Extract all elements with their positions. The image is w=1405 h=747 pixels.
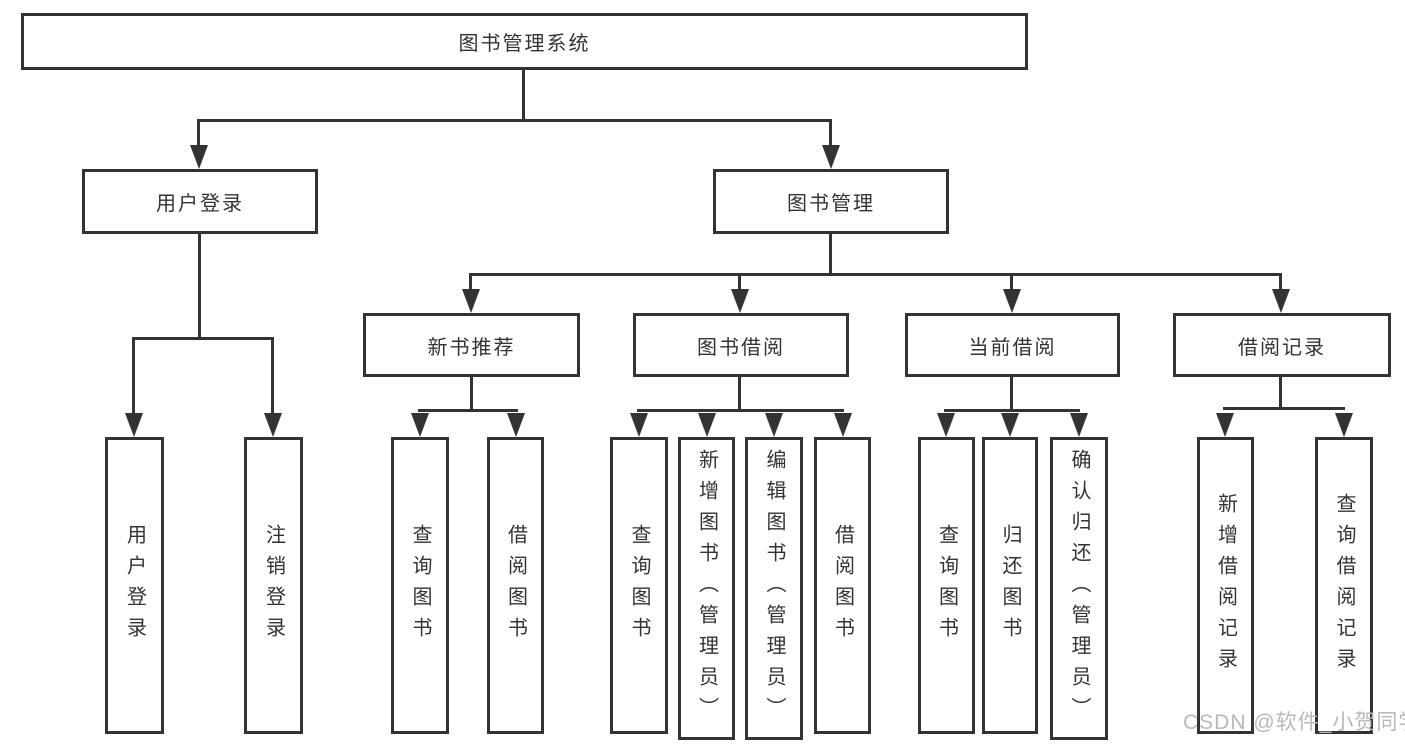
connector-line <box>1279 377 1282 407</box>
arrowhead-icon <box>1070 413 1088 437</box>
arrowhead-icon <box>411 413 429 437</box>
leaf-query-book-recommend: 查询图书 <box>391 437 449 734</box>
arrowhead-icon <box>462 289 480 313</box>
arrowhead-icon <box>1216 413 1234 437</box>
node-new-book-recommend: 新书推荐 <box>363 313 580 377</box>
arrowhead-icon <box>630 413 648 437</box>
connector-line <box>944 409 1080 412</box>
connector-line <box>1010 377 1013 409</box>
leaf-query-borrow-record: 查询借阅记录 <box>1315 437 1373 734</box>
arrowhead-icon <box>731 289 749 313</box>
connector-line <box>469 273 1282 276</box>
leaf-add-borrow-record: 新增借阅记录 <box>1197 437 1254 734</box>
connector-line <box>197 119 200 147</box>
leaf-edit-book-admin: 编辑图书（管理员） <box>745 437 803 740</box>
node-label: 查询借阅记录 <box>1333 492 1355 679</box>
arrowhead-icon <box>125 413 143 437</box>
connector-line <box>1223 407 1345 410</box>
connector-line <box>469 273 472 291</box>
connector-line <box>418 409 518 412</box>
node-label: 用户登录 <box>123 523 146 648</box>
arrowhead-icon <box>1003 289 1021 313</box>
node-label: 查询图书 <box>628 523 650 648</box>
node-borrow-records: 借阅记录 <box>1173 313 1391 377</box>
node-label: 新增借阅记录 <box>1214 492 1237 679</box>
arrowhead-icon <box>822 145 840 169</box>
arrowhead-icon <box>1272 289 1290 313</box>
node-user-login: 用户登录 <box>82 169 318 234</box>
node-label: 借阅图书 <box>504 523 527 648</box>
node-label: 用户登录 <box>156 193 244 215</box>
connector-line <box>197 119 832 122</box>
arrowhead-icon <box>834 413 852 437</box>
leaf-logout: 注销登录 <box>244 437 303 734</box>
leaf-return-book: 归还图书 <box>982 437 1038 734</box>
node-label: 当前借阅 <box>968 336 1057 359</box>
leaf-query-book-borrowing: 查询图书 <box>610 437 668 734</box>
connector-line <box>198 234 201 337</box>
connector-line <box>829 119 832 147</box>
leaf-confirm-return-admin: 确认归还（管理员） <box>1050 437 1108 740</box>
node-label: 查询图书 <box>935 523 958 648</box>
arrowhead-icon <box>264 413 282 437</box>
node-label: 图书管理 <box>787 193 875 215</box>
node-current-borrowing: 当前借阅 <box>905 313 1120 377</box>
node-book-management: 图书管理 <box>713 169 949 234</box>
node-label: 图书借阅 <box>697 336 785 359</box>
arrowhead-icon <box>507 413 525 437</box>
node-label: 编辑图书（管理员） <box>763 449 785 728</box>
node-library-management-system: 图书管理系统 <box>21 13 1028 70</box>
leaf-query-book-current: 查询图书 <box>918 437 975 734</box>
connector-line <box>522 69 525 119</box>
arrowhead-icon <box>937 413 955 437</box>
leaf-borrow-book-borrowing: 借阅图书 <box>814 437 871 734</box>
arrowhead-icon <box>190 145 208 169</box>
leaf-add-book-admin: 新增图书（管理员） <box>678 437 735 740</box>
node-label: 归还图书 <box>999 523 1021 648</box>
connector-line <box>132 337 135 415</box>
connector-line <box>470 377 473 409</box>
connector-line <box>1010 273 1013 291</box>
connector-line <box>271 337 274 415</box>
node-label: 新增图书（管理员） <box>695 449 718 728</box>
connector-line <box>132 337 274 340</box>
arrowhead-icon <box>1001 413 1019 437</box>
node-label: 新书推荐 <box>427 336 516 359</box>
node-book-borrowing: 图书借阅 <box>633 313 849 377</box>
leaf-borrow-book-recommend: 借阅图书 <box>487 437 544 734</box>
node-label: 查询图书 <box>409 523 431 648</box>
arrowhead-icon <box>1335 413 1353 437</box>
connector-line <box>829 234 832 273</box>
node-label: 借阅记录 <box>1238 336 1326 359</box>
leaf-user-login: 用户登录 <box>105 437 164 734</box>
node-label: 确认归还（管理员） <box>1068 449 1090 728</box>
arrowhead-icon <box>698 413 716 437</box>
node-label: 借阅图书 <box>831 523 854 648</box>
node-label: 图书管理系统 <box>458 33 591 55</box>
connector-line <box>738 273 741 291</box>
node-label: 注销登录 <box>262 523 285 648</box>
connector-line <box>637 409 844 412</box>
csdn-watermark: CSDN @软件_小贺同学 <box>1183 711 1405 734</box>
connector-line <box>738 377 741 409</box>
connector-line <box>1279 273 1282 291</box>
arrowhead-icon <box>765 413 783 437</box>
